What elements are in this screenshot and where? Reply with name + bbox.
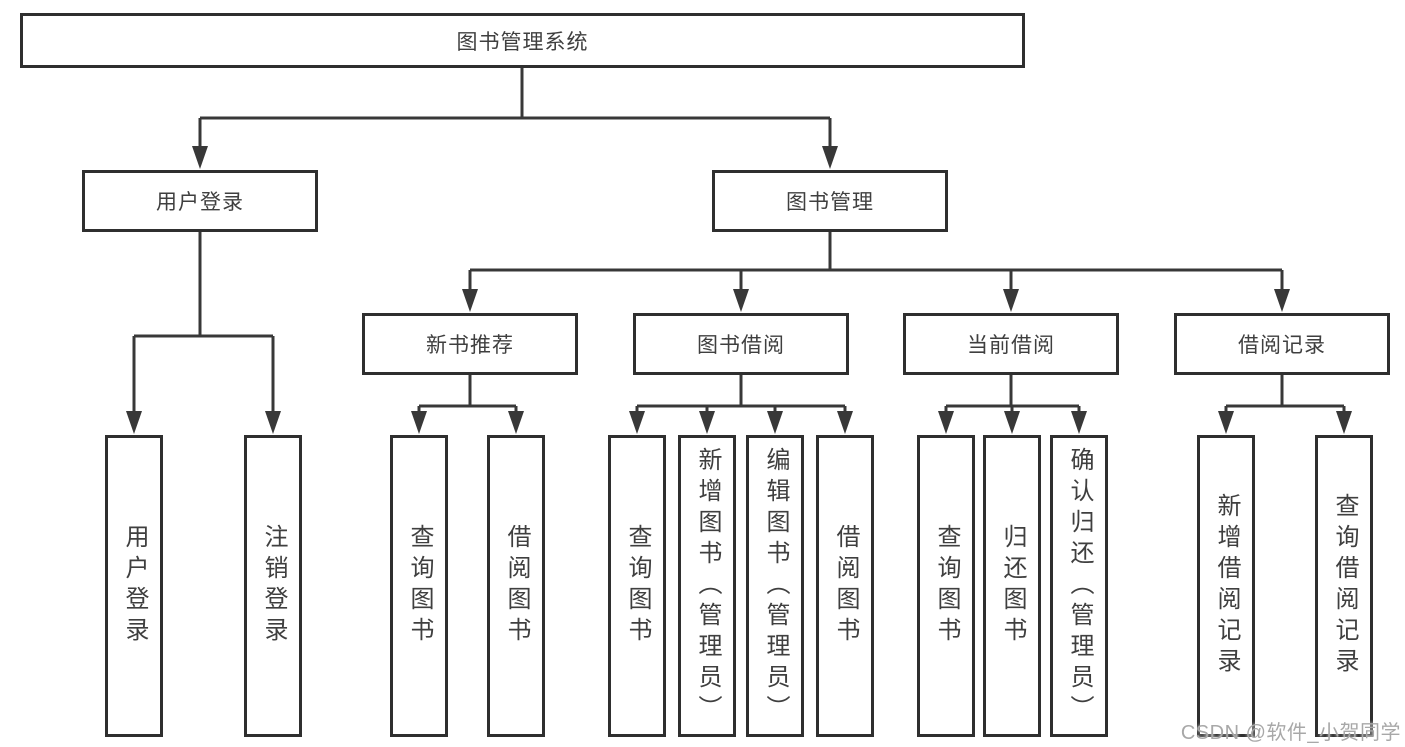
arrow-down-icon	[411, 411, 427, 434]
connector-userlogin-to-children	[132, 232, 275, 413]
arrow-down-icon	[1071, 411, 1087, 434]
arrow-down-icon	[1003, 289, 1019, 312]
arrow-down-icon	[508, 411, 524, 434]
arrow-down-icon	[822, 146, 838, 169]
node-book-management: 图书管理	[712, 170, 948, 232]
arrow-down-icon	[938, 411, 954, 434]
node-leaf-br-query-record: 查询借阅记录	[1315, 435, 1373, 737]
arrow-down-icon	[699, 411, 715, 434]
node-user-login: 用户登录	[82, 170, 318, 232]
node-leaf-bb-query-books: 查询图书	[608, 435, 666, 737]
node-leaf-cb-query-books: 查询图书	[917, 435, 975, 737]
arrow-down-icon	[192, 146, 208, 169]
connector-borrowrecords-to-children	[1224, 375, 1346, 413]
node-leaf-nb-borrow-books: 借阅图书	[487, 435, 545, 737]
node-borrowing-records: 借阅记录	[1174, 313, 1390, 375]
node-leaf-bb-add-books-admin: 新增图书（管理员）	[678, 435, 736, 737]
watermark: CSDN @软件_小贺同学	[1180, 722, 1401, 744]
connector-bookmgmt-to-level3	[468, 232, 1284, 291]
arrow-down-icon	[1004, 411, 1020, 434]
connector-root-to-level2	[198, 68, 832, 148]
node-leaf-cb-return-books: 归还图书	[983, 435, 1041, 737]
arrow-down-icon	[837, 411, 853, 434]
arrowheads	[126, 146, 1352, 434]
arrow-down-icon	[1218, 411, 1234, 434]
node-leaf-cb-confirm-return-admin: 确认归还（管理员）	[1050, 435, 1108, 737]
connector-newbook-to-children	[417, 375, 518, 413]
node-leaf-user-login: 用户登录	[105, 435, 163, 737]
node-leaf-logout: 注销登录	[244, 435, 302, 737]
node-book-borrowing: 图书借阅	[633, 313, 849, 375]
arrow-down-icon	[1336, 411, 1352, 434]
arrow-down-icon	[126, 411, 142, 434]
arrow-down-icon	[629, 411, 645, 434]
arrow-down-icon	[733, 289, 749, 312]
connector-currentborrow-to-children	[944, 375, 1081, 413]
node-new-book-recommend: 新书推荐	[362, 313, 578, 375]
node-current-borrowing: 当前借阅	[903, 313, 1119, 375]
connector-bookborrow-to-children	[635, 375, 847, 413]
arrow-down-icon	[265, 411, 281, 434]
node-leaf-br-add-record: 新增借阅记录	[1197, 435, 1255, 737]
node-leaf-bb-borrow-books: 借阅图书	[816, 435, 874, 737]
arrow-down-icon	[767, 411, 783, 434]
node-leaf-bb-edit-books-admin: 编辑图书（管理员）	[746, 435, 804, 737]
node-leaf-nb-query-books: 查询图书	[390, 435, 448, 737]
arrow-down-icon	[462, 289, 478, 312]
arrow-down-icon	[1274, 289, 1290, 312]
node-root: 图书管理系统	[20, 13, 1025, 68]
